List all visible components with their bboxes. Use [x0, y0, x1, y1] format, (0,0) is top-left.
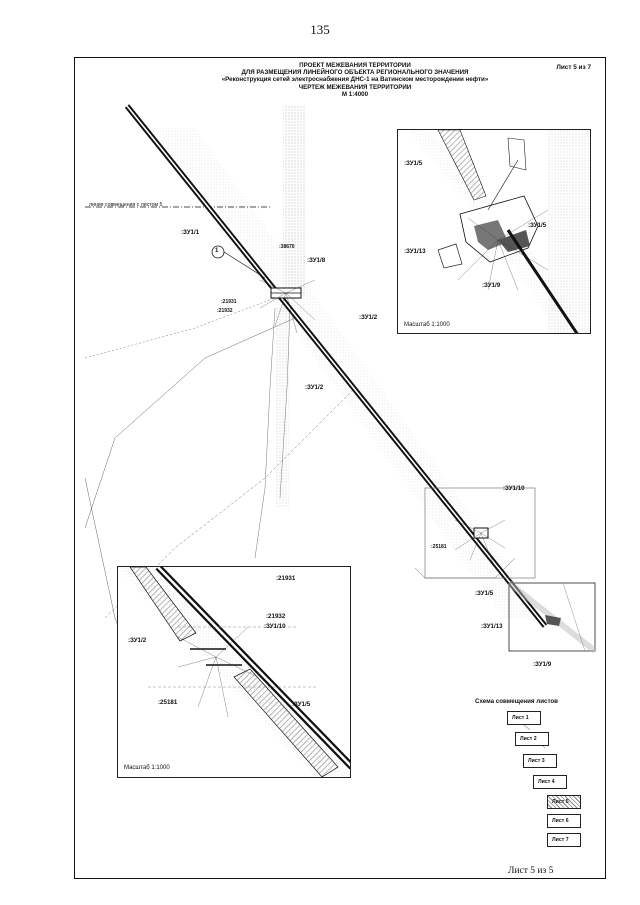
inset-bottom-graphics	[118, 567, 350, 777]
scheme-sheet-3: Лист 3	[523, 754, 557, 768]
scheme-sheet-6: Лист 6	[547, 814, 581, 828]
inset-bottom-zu1-2: :ЗУ1/2	[128, 637, 147, 644]
inset-top-zu1-9: :ЗУ1/9	[482, 282, 501, 289]
inset-top-zu1-13: :ЗУ1/13	[404, 248, 426, 255]
main-map-graphics	[84, 104, 597, 749]
cadastral-25181: :25181	[431, 544, 447, 550]
parcel-label-zu1-2-b: :ЗУ1/2	[305, 384, 324, 391]
drawing-sheet: ПРОЕКТ МЕЖЕВАНИЯ ТЕРРИТОРИИ ДЛЯ РАЗМЕЩЕН…	[74, 57, 606, 879]
cadastral-38670: :38670	[279, 244, 295, 250]
title-line-1: ПРОЕКТ МЕЖЕВАНИЯ ТЕРРИТОРИИ	[299, 62, 411, 69]
detail-inset-top: :ЗУ1/5 :ЗУ1/5 :ЗУ1/13 :ЗУ1/9 Масштаб 1:1…	[397, 129, 591, 334]
scheme-sheet-7: Лист 7	[547, 833, 581, 847]
inset-bottom-zu1-5: :ЗУ1/5	[292, 701, 311, 708]
inset-bottom-21931: :21931	[276, 575, 296, 582]
inset-top-graphics	[408, 130, 590, 333]
cadastral-21932: :21932	[217, 308, 233, 314]
inset-top-scale: Масштаб 1:1000	[404, 322, 450, 328]
scheme-sheet-2: Лист 2	[515, 732, 549, 746]
scheme-sheet-5: Лист 5	[547, 795, 581, 809]
parcel-label-zu1-1: :ЗУ1/1	[181, 229, 200, 236]
scheme-title: Схема совмещения листов	[475, 698, 558, 705]
inset-bottom-scale: Масштаб 1:1000	[124, 765, 170, 771]
scheme-sheet-4: Лист 4	[533, 775, 567, 789]
inset-top-zu1-5-b: :ЗУ1/5	[528, 222, 547, 229]
inset-bottom-25181: :25181	[158, 699, 178, 706]
inset-top-zu1-5-a: :ЗУ1/5	[404, 160, 423, 167]
parcel-label-zu1-2-a: :ЗУ1/2	[359, 314, 378, 321]
parcel-label-zu1-9: :ЗУ1/9	[533, 661, 552, 668]
inset-bottom-zu1-10: :ЗУ1/10	[264, 623, 286, 630]
road-strip	[283, 106, 305, 296]
parcel-label-zu1-8: :ЗУ1/8	[307, 257, 326, 264]
page-number: 135	[310, 22, 330, 37]
title-line-2: ДЛЯ РАЗМЕЩЕНИЯ ЛИНЕЙНОГО ОБЪЕКТА РЕГИОНА…	[241, 69, 469, 77]
callout-number: 1	[215, 248, 219, 254]
footer-sheet-label: Лист 5 из 5	[508, 866, 554, 876]
title-line-3: «Реконструкция сетей электроснабжения ДН…	[221, 76, 489, 84]
title-line-4: ЧЕРТЕЖ МЕЖЕВАНИЯ ТЕРРИТОРИИ	[298, 83, 412, 91]
parcel-label-zu1-5: :ЗУ1/5	[475, 590, 494, 597]
parcel-label-zu1-13: :ЗУ1/13	[481, 623, 503, 630]
sheet-label: Лист 5 из 7	[556, 64, 591, 71]
scheme-sheet-1: Лист 1	[507, 711, 541, 725]
title-scale: М 1:4000	[341, 90, 369, 98]
detail-inset-bottom: :21931 :21932 :ЗУ1/10 :ЗУ1/2 :25181 :ЗУ1…	[117, 566, 351, 778]
cadastral-21931: :21931	[221, 299, 237, 305]
inset-bottom-21932: :21932	[266, 613, 286, 620]
match-line-label: линия совмещения с листом 5	[89, 202, 163, 208]
parcel-label-zu1-10: :ЗУ1/10	[503, 485, 525, 492]
title-block: ПРОЕКТ МЕЖЕВАНИЯ ТЕРРИТОРИИ ДЛЯ РАЗМЕЩЕН…	[215, 62, 495, 98]
